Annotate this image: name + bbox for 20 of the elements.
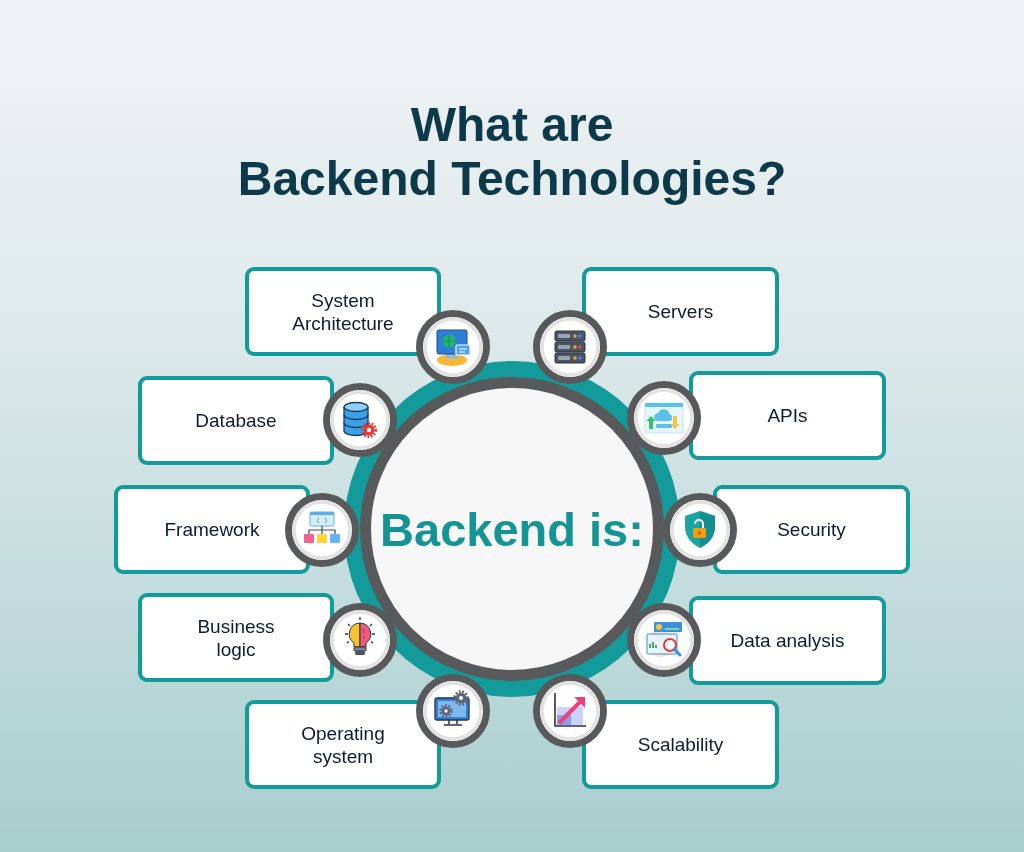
topic-label: Data analysis — [730, 629, 845, 652]
topic-label: Framework — [164, 518, 260, 541]
topic-card — [245, 267, 441, 356]
topic-label: Business logic — [196, 614, 276, 661]
topic-card — [689, 371, 886, 460]
topic-card — [582, 267, 779, 356]
topic-label: Operating system — [300, 721, 386, 768]
topic-label: System Architecture — [291, 288, 395, 335]
topic-card — [138, 376, 334, 465]
page-title: What are Backend Technologies? — [236, 98, 788, 206]
topic-card — [138, 593, 334, 682]
topic-label: Scalability — [637, 733, 724, 756]
topic-card — [582, 700, 779, 789]
topic-card — [245, 700, 441, 789]
topic-label: Security — [777, 518, 846, 541]
topic-label: Database — [195, 409, 277, 432]
center-heading: Backend is: — [380, 501, 644, 557]
topic-card — [689, 596, 886, 685]
topic-label: Servers — [647, 300, 714, 323]
topic-label: APIs — [767, 404, 808, 427]
